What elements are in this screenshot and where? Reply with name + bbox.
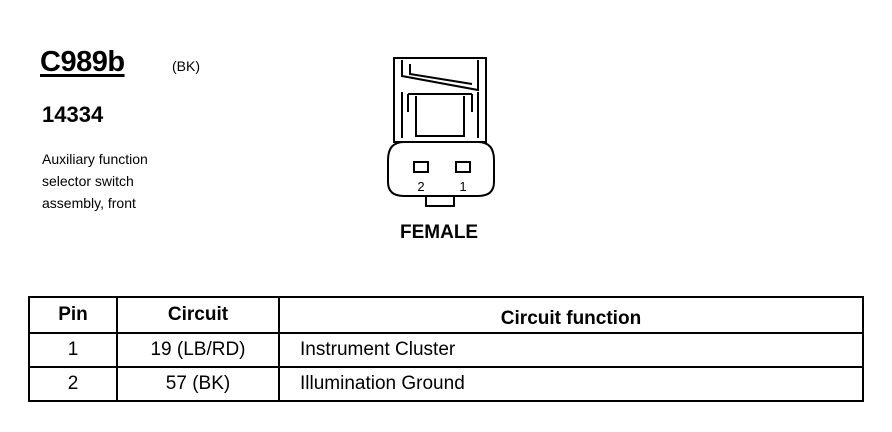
terminal-cavity-1 [455,161,471,173]
circuit-cell: 57 (BK) [116,366,280,402]
locking-tab-inner [409,64,473,85]
connector-gender: FEMALE [400,222,479,243]
inner-frame [401,92,479,138]
connector-face-diagram: 2 1 [387,57,495,207]
part-number: 14334 [42,102,104,127]
description-line: selector switch [42,173,134,189]
table-row: 2 57 (BK) Illumination Ground [28,366,864,402]
mating-face [387,141,495,207]
function-cell: Illumination Ground [278,366,864,402]
inner-window [415,96,465,137]
header-pin: Pin [28,296,118,334]
terminal-cavity-2 [413,161,429,173]
header-circuit-function: Circuit function [278,296,864,334]
circuit-cell: 19 (LB/RD) [116,332,280,368]
connector-id: C989b [40,46,125,78]
locking-tab [401,60,479,92]
pin-label-1: 1 [459,179,466,194]
pin-cell: 1 [28,332,118,368]
connector-description: Auxiliary function selector switch assem… [42,148,202,214]
pin-label-2: 2 [417,179,424,194]
header-circuit: Circuit [116,296,280,334]
function-cell: Instrument Cluster [278,332,864,368]
connector-color-code: (BK) [172,58,200,74]
table-header-row: Pin Circuit Circuit function [28,296,864,334]
inner-rail-left [407,94,473,112]
connector-housing [393,57,487,143]
description-line: assembly, front [42,195,136,211]
pinout-table: Pin Circuit Circuit function 1 19 (LB/RD… [28,296,864,402]
table-row: 1 19 (LB/RD) Instrument Cluster [28,332,864,368]
description-line: Auxiliary function [42,151,148,167]
pin-cell: 2 [28,366,118,402]
